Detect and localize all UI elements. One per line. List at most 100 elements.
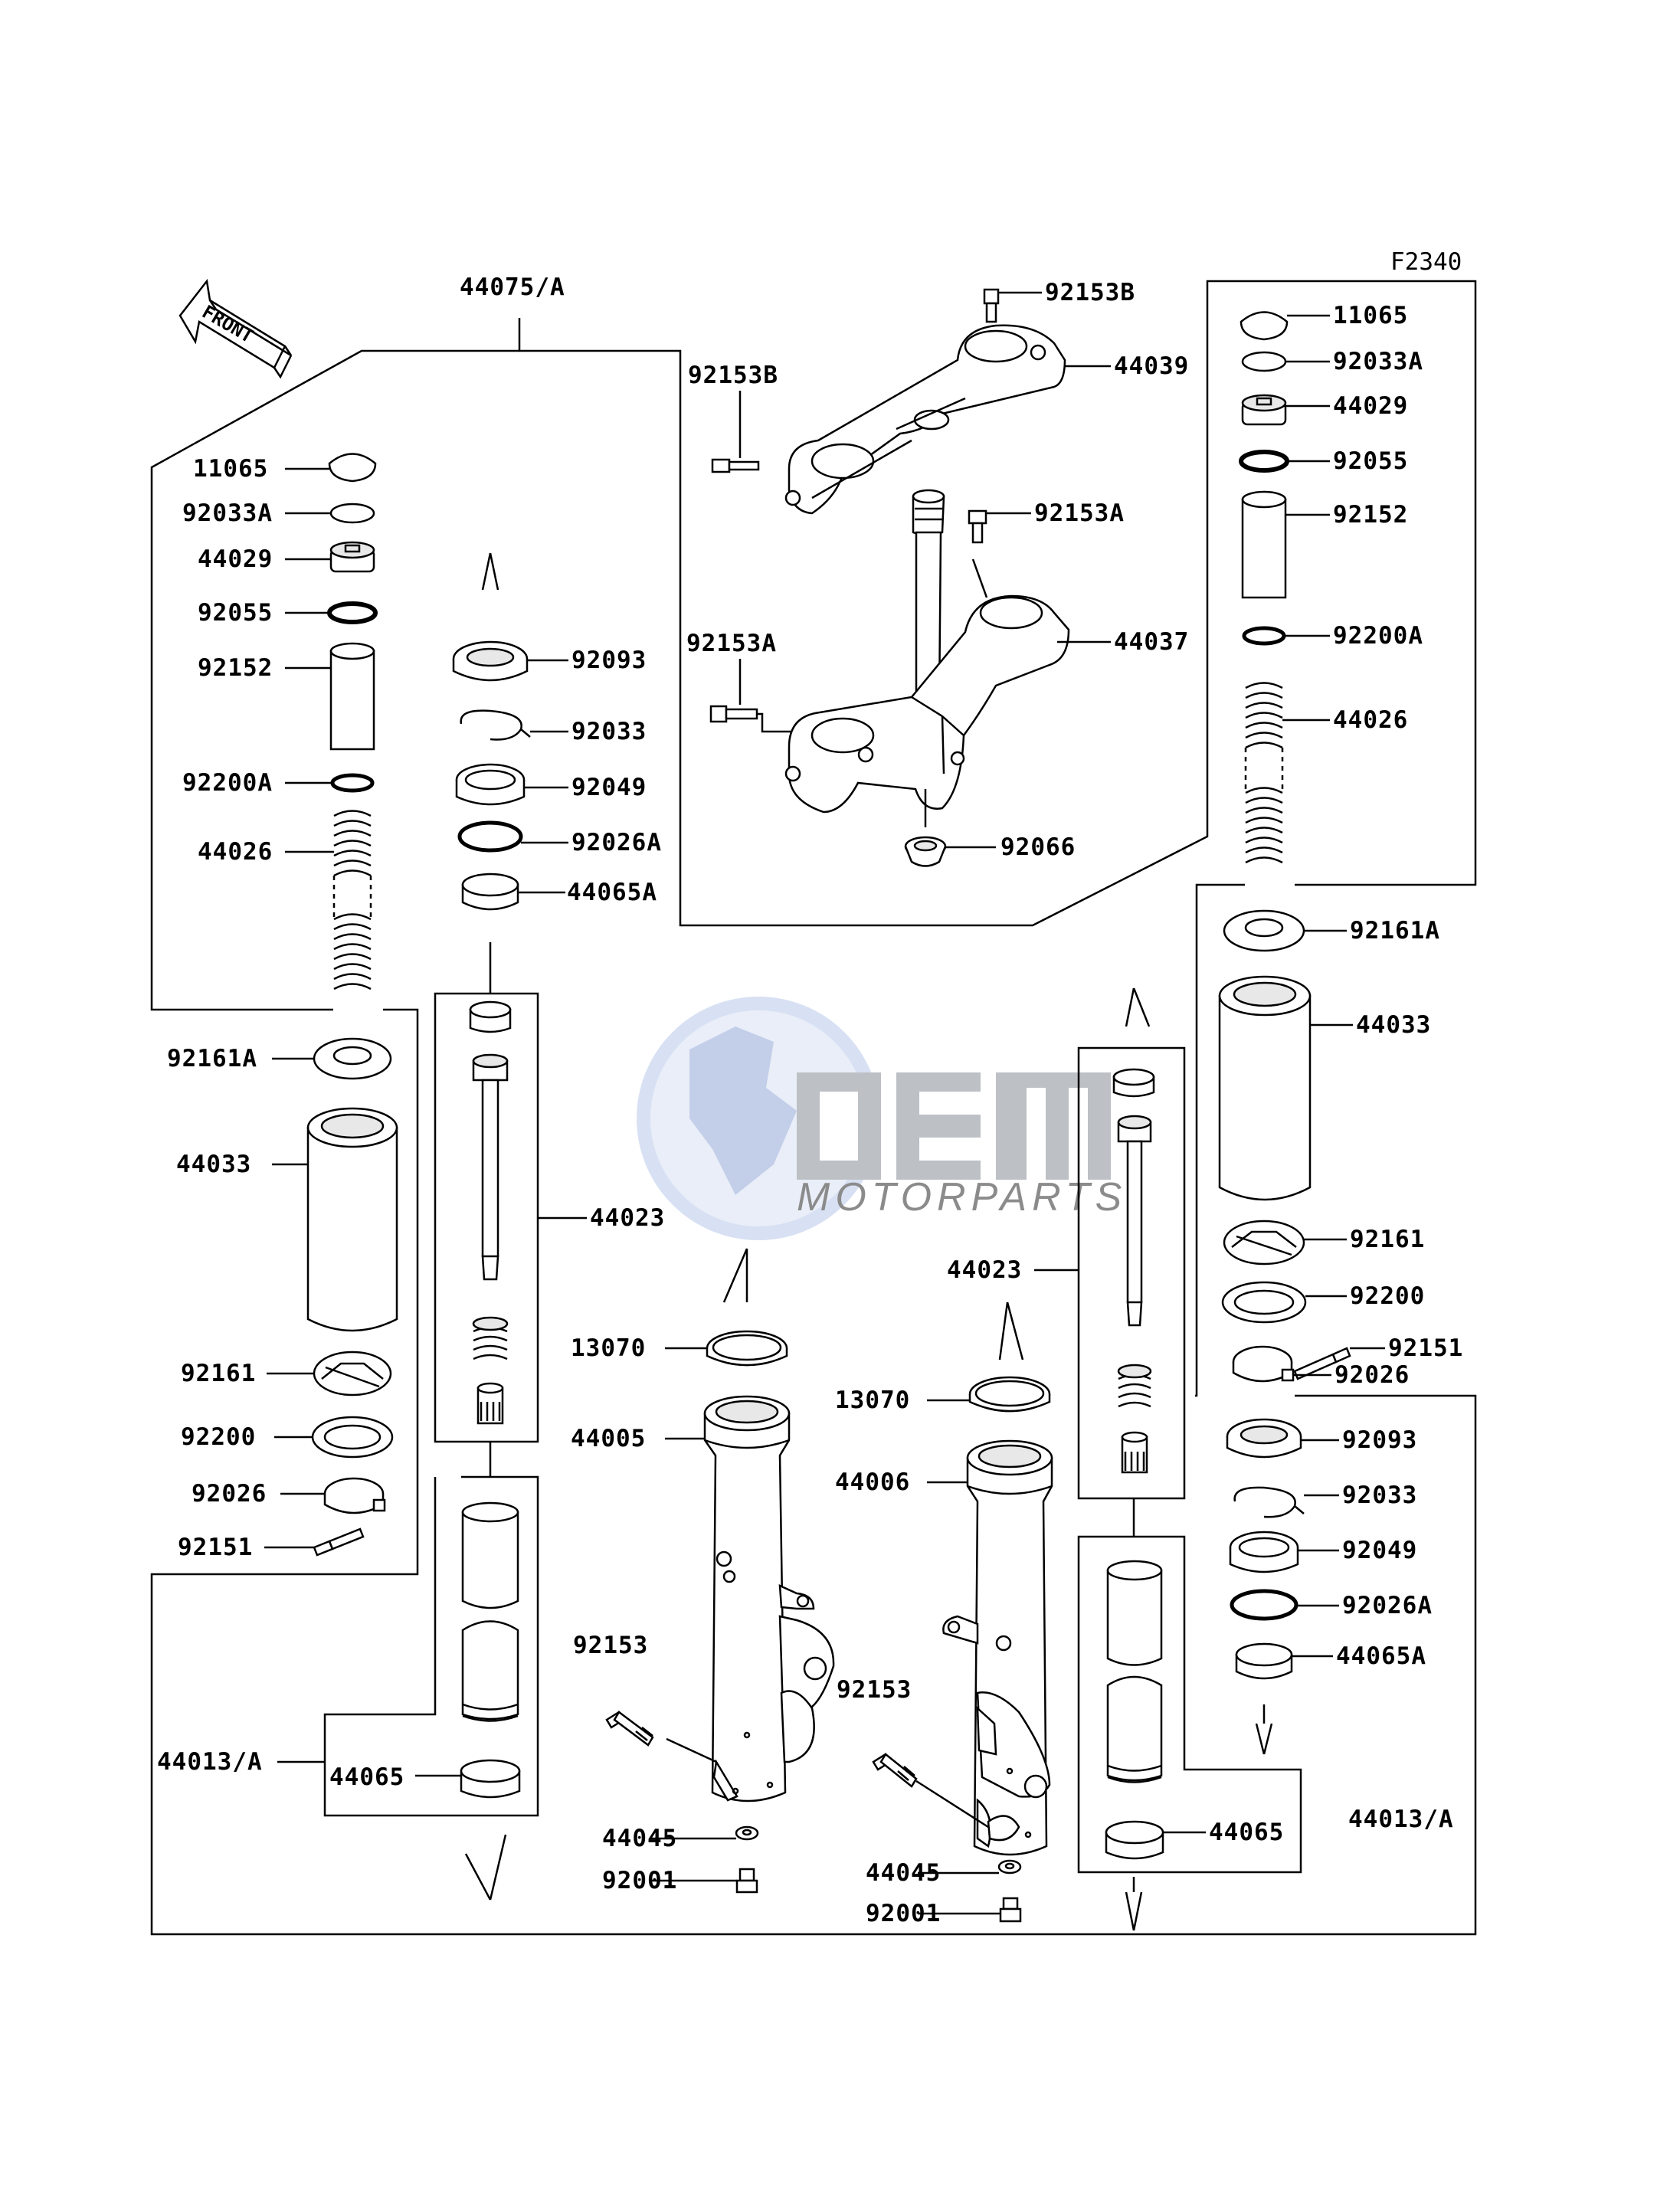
- part-44006: [942, 1439, 1053, 1856]
- watermark-tagline: MOTORPARTS: [797, 1175, 1127, 1220]
- label-92026a-right: 92026A: [1342, 1592, 1433, 1619]
- label-44005: 44005: [571, 1425, 646, 1452]
- part-labels: 44075/A 11065 92033A 44029 92055 92152 9…: [157, 273, 1463, 1927]
- label-92033a-right: 92033A: [1333, 348, 1423, 375]
- label-44045-left: 44045: [602, 1825, 677, 1852]
- part-92049: [455, 763, 526, 806]
- part-92033a: [329, 503, 375, 524]
- part-11065: [328, 453, 377, 483]
- part-92049-right: [1229, 1531, 1299, 1573]
- part-92200a-right: [1242, 626, 1286, 646]
- part-13070-right: [968, 1376, 1051, 1413]
- label-44065a-right: 44065A: [1336, 1642, 1426, 1670]
- label-92026a: 92026A: [571, 829, 662, 856]
- label-44013a-right: 44013/A: [1348, 1806, 1454, 1833]
- globe-icon: [637, 997, 880, 1240]
- part-44029-right: [1241, 394, 1287, 426]
- part-92093-right: [1226, 1418, 1302, 1459]
- part-92200a: [330, 773, 375, 793]
- part-92033-right: [1233, 1486, 1305, 1518]
- left-fork-internals: [306, 453, 398, 1557]
- part-44033: [306, 1107, 398, 1332]
- label-44013a: 44013/A: [157, 1748, 263, 1776]
- part-92161: [313, 1351, 392, 1396]
- label-44006: 44006: [835, 1468, 910, 1496]
- label-92200a: 92200A: [182, 769, 273, 797]
- label-44033-right: 44033: [1356, 1011, 1431, 1039]
- label-92026-right: 92026: [1335, 1361, 1410, 1389]
- label-44065-right: 44065: [1209, 1819, 1284, 1846]
- label-92161-right: 92161: [1350, 1226, 1425, 1253]
- part-92151-right: [1293, 1347, 1351, 1380]
- label-92153a-right: 92153A: [1034, 499, 1125, 527]
- part-92033: [460, 709, 531, 741]
- part-92153a-left: [709, 705, 791, 733]
- part-44029: [329, 541, 375, 573]
- label-92033a: 92033A: [182, 499, 273, 527]
- label-92153-right: 92153: [837, 1676, 912, 1704]
- part-44026-right: [1244, 682, 1284, 864]
- label-92200-right: 92200: [1350, 1282, 1425, 1310]
- label-92093-right: 92093: [1342, 1426, 1417, 1454]
- label-11065: 11065: [193, 455, 268, 483]
- part-44065a-right: [1235, 1642, 1293, 1680]
- label-92151-right: 92151: [1388, 1334, 1463, 1362]
- label-13070-right: 13070: [835, 1387, 910, 1414]
- label-92026: 92026: [192, 1480, 267, 1508]
- label-44029-right: 44029: [1333, 392, 1408, 420]
- part-44039: [784, 324, 1066, 515]
- triple-clamp-parts: [709, 288, 1070, 867]
- part-44023-right: [1112, 1068, 1155, 1474]
- label-44026-right: 44026: [1333, 706, 1408, 734]
- part-44026: [332, 810, 372, 990]
- label-92161: 92161: [181, 1360, 256, 1387]
- part-92161a-right: [1223, 909, 1305, 952]
- part-92055-right: [1239, 450, 1289, 473]
- label-92033: 92033: [571, 718, 647, 745]
- part-92026: [323, 1477, 386, 1514]
- label-92152-right: 92152: [1333, 501, 1408, 529]
- label-92093: 92093: [571, 647, 647, 674]
- part-92152-right: [1241, 490, 1287, 599]
- left-outer-tube: [605, 1248, 835, 1894]
- part-92153a-right: [968, 509, 987, 544]
- label-92153a-left: 92153A: [686, 630, 777, 657]
- part-44013a-right: [1106, 1560, 1163, 1783]
- label-92055-right: 92055: [1333, 447, 1408, 475]
- part-92153b-top: [983, 288, 1000, 323]
- right-damper-parts: [1105, 987, 1164, 1931]
- part-44065-left: [460, 1759, 521, 1799]
- part-44045-left: [735, 1825, 759, 1841]
- label-11065-right: 11065: [1333, 302, 1408, 329]
- label-44033: 44033: [176, 1151, 251, 1178]
- label-92153-left: 92153: [573, 1632, 648, 1659]
- label-13070-left: 13070: [571, 1334, 646, 1362]
- label-92049-right: 92049: [1342, 1537, 1417, 1564]
- part-44065a: [461, 873, 519, 911]
- label-92153b-top: 92153B: [1045, 279, 1135, 306]
- label-44045-right: 44045: [866, 1859, 941, 1887]
- label-44037: 44037: [1114, 628, 1189, 656]
- label-92055: 92055: [198, 599, 273, 627]
- part-92026a-right: [1230, 1589, 1298, 1621]
- part-92153b-left: [711, 458, 760, 473]
- label-92200a-right: 92200A: [1333, 622, 1423, 650]
- group-frames: [150, 280, 1477, 1936]
- part-44023-left: [469, 1000, 512, 1425]
- part-92152: [329, 642, 375, 751]
- label-92151: 92151: [178, 1534, 253, 1561]
- part-92026-right: [1232, 1345, 1295, 1383]
- part-92161-right: [1223, 1220, 1305, 1265]
- figure-code: F2340: [1390, 248, 1462, 276]
- part-92161a: [313, 1037, 392, 1080]
- part-44013a-left: [461, 1501, 519, 1722]
- right-fork-internals: [1218, 311, 1351, 1755]
- part-92055: [327, 601, 378, 624]
- label-92161a-right: 92161A: [1350, 917, 1440, 945]
- part-92151: [313, 1527, 365, 1557]
- part-44033-right: [1218, 975, 1312, 1201]
- part-92026a: [457, 820, 523, 853]
- label-92200: 92200: [181, 1423, 256, 1451]
- part-92066: [904, 836, 947, 867]
